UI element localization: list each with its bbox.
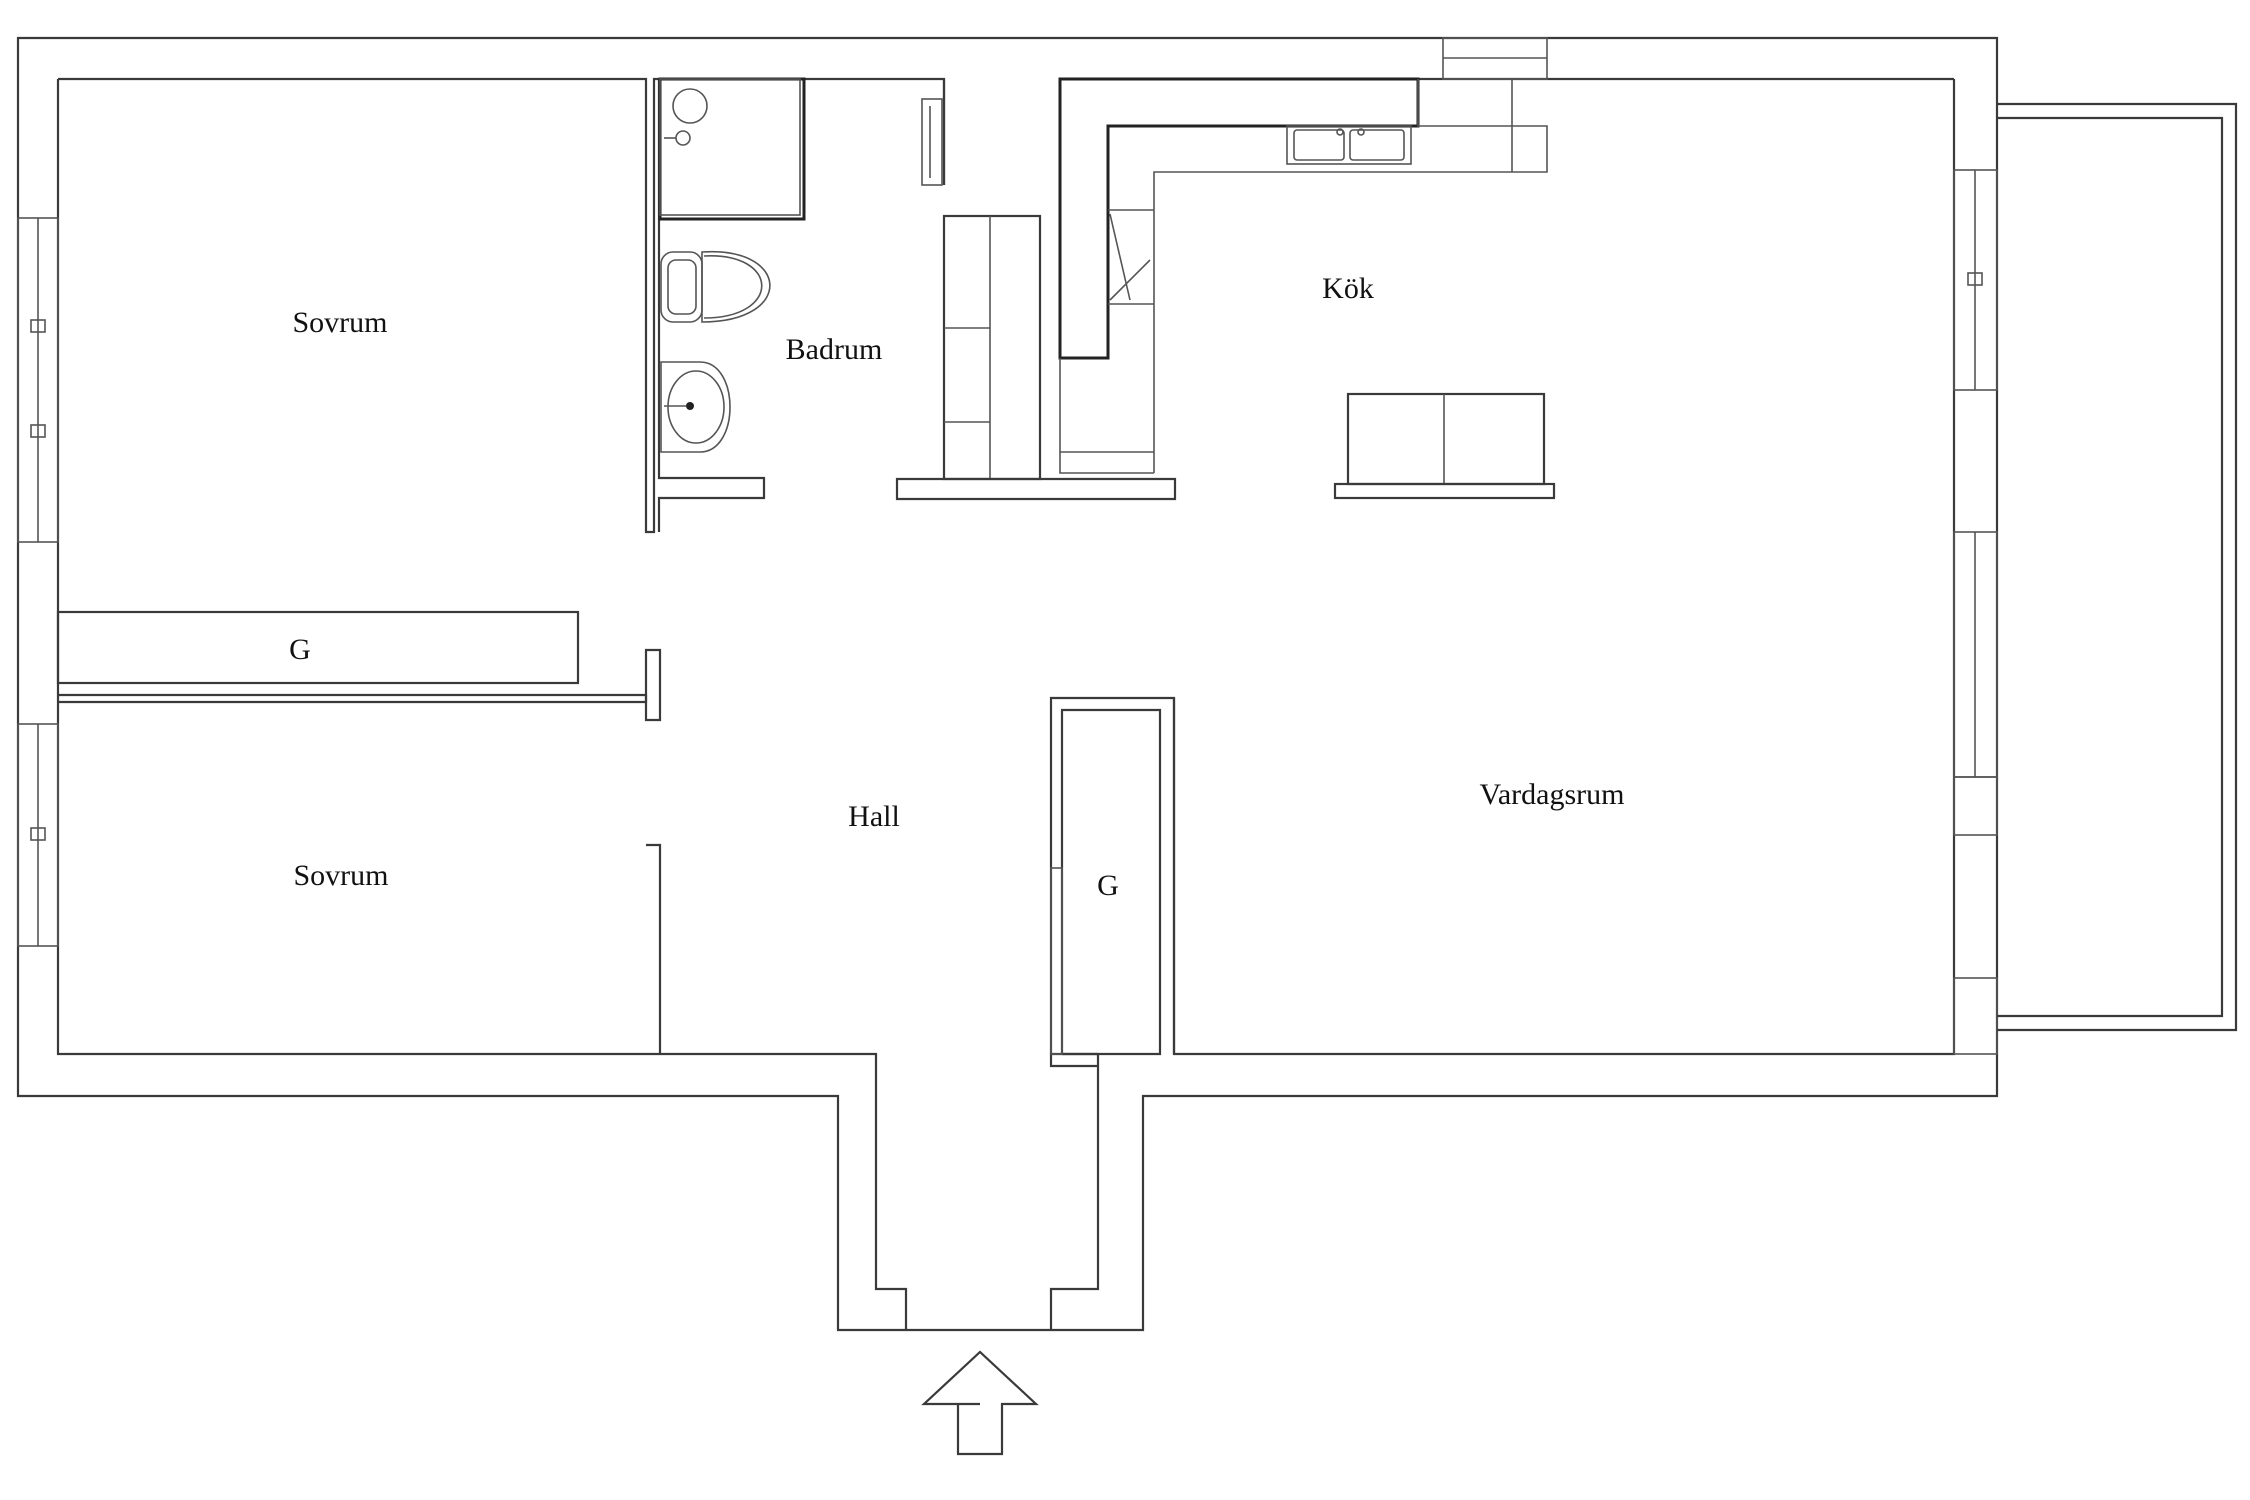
shower-icon [658, 77, 806, 221]
window-top [1442, 37, 1548, 80]
windows-left [17, 217, 59, 947]
toilet-icon [660, 250, 771, 323]
kitchen-island [1333, 392, 1556, 500]
room-label-sovrum-bottom: Sovrum [293, 859, 388, 892]
room-label-garderob-hall: G [1097, 869, 1119, 902]
hall-wardrobe [1049, 696, 1176, 1056]
room-label-sovrum-top: Sovrum [292, 306, 387, 339]
bathroom-walls [657, 79, 946, 532]
arrow-up-icon [921, 1350, 1039, 1456]
kitchen-counter [1058, 77, 1548, 474]
washbasin-icon [660, 361, 731, 453]
hall-storage [895, 214, 1177, 501]
bedroom-walls [56, 610, 662, 1054]
room-label-kok: Kök [1322, 272, 1374, 305]
windows-right [1953, 169, 1998, 1055]
kitchen-sink-icon [1286, 125, 1412, 165]
room-label-vardagsrum: Vardagsrum [1480, 778, 1625, 811]
room-label-hall: Hall [848, 800, 900, 833]
balcony [1997, 102, 2238, 1032]
room-label-garderob-left: G [289, 633, 311, 666]
room-label-badrum: Badrum [786, 333, 883, 366]
